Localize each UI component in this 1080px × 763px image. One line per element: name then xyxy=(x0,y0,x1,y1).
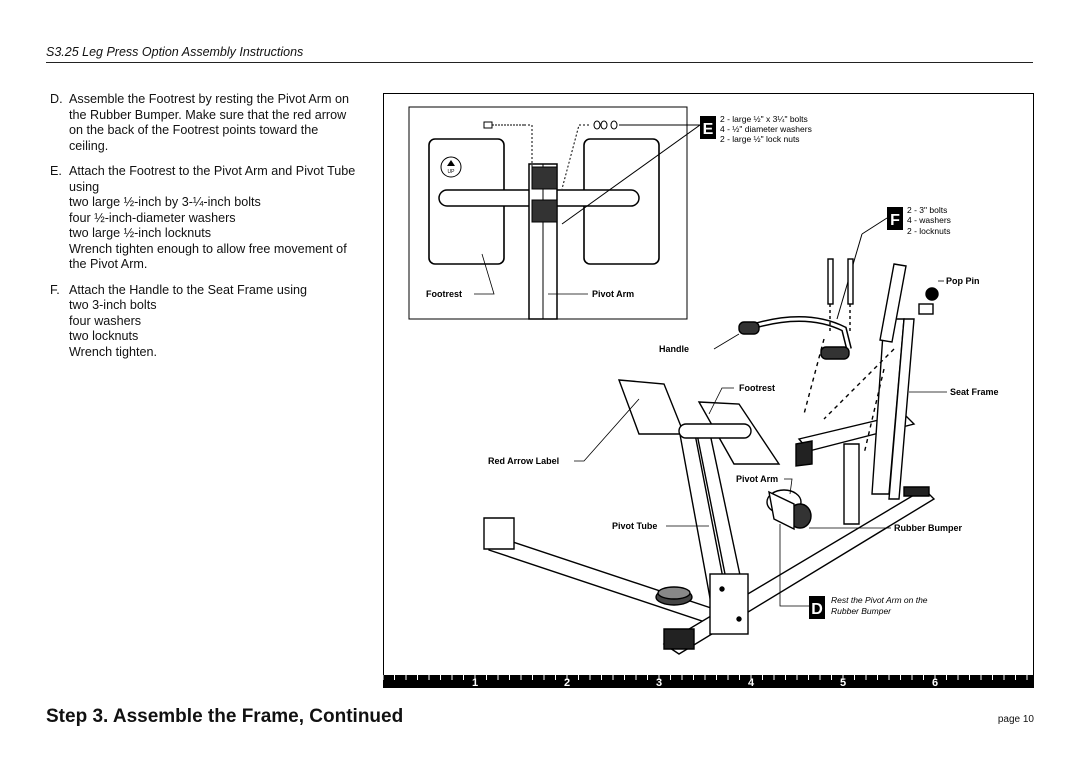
callout-f-item: 4 - washers xyxy=(907,215,951,225)
step-line: two large ½-inch locknuts xyxy=(69,226,212,240)
callout-f-letter: F xyxy=(890,212,900,229)
ruler-number: 6 xyxy=(932,677,938,688)
rubber-bumper-label: Rubber Bumper xyxy=(894,523,963,533)
inset-pivot-arm-label: Pivot Arm xyxy=(592,289,634,299)
step-line: Attach the Handle to the Seat Frame usin… xyxy=(69,282,308,297)
inset-detail: UP Footrest Pivot xyxy=(408,106,701,320)
inset-up-label: UP xyxy=(448,169,456,175)
inset-footrest-label: Footrest xyxy=(426,289,462,299)
red-arrow-label: Red Arrow Label xyxy=(488,456,559,466)
step-line: Wrench tighten. xyxy=(69,344,157,359)
callout-d-letter: D xyxy=(811,601,823,618)
seat-frame-label: Seat Frame xyxy=(950,387,999,397)
main-labels: Pop Pin Handle Footrest Seat Frame Red A… xyxy=(488,276,999,533)
step-line: two locknuts xyxy=(69,329,139,343)
pivot-arm-label: Pivot Arm xyxy=(736,474,778,484)
ruler-ticks xyxy=(382,675,1028,680)
callout-d-line: Rubber Bumper xyxy=(831,606,892,616)
pop-pin-label: Pop Pin xyxy=(946,276,980,286)
step-line: Assemble the Footrest by resting the Piv… xyxy=(69,92,349,153)
assembly-figure: UP Footrest Pivot xyxy=(383,93,1034,683)
callout-d-line: Rest the Pivot Arm on the xyxy=(831,595,928,605)
step-letter: D. xyxy=(50,92,63,106)
step-line: two 3-inch bolts xyxy=(69,298,157,312)
step-body: Assemble the Footrest by resting the Piv… xyxy=(69,92,360,154)
step-body: Attach the Handle to the Seat Frame usin… xyxy=(69,283,360,361)
measurement-ruler: 1 2 3 4 5 6 xyxy=(382,675,1034,689)
step-f: F. Attach the Handle to the Seat Frame u… xyxy=(50,283,360,361)
ruler-number: 4 xyxy=(748,677,755,688)
callout-f-item: 2 - locknuts xyxy=(907,226,950,236)
pivot-tube-label: Pivot Tube xyxy=(612,521,657,531)
step-d: D. Assemble the Footrest by resting the … xyxy=(50,92,360,154)
step-line: Attach the Footrest to the Pivot Arm and… xyxy=(69,164,356,194)
up-arrow-icon xyxy=(440,156,462,178)
ruler-number: 5 xyxy=(840,677,846,688)
instructions-column: D. Assemble the Footrest by resting the … xyxy=(50,92,360,370)
ruler-svg: 1 2 3 4 5 6 xyxy=(382,675,1028,689)
callout-d: D Rest the Pivot Arm on the Rubber Bumpe… xyxy=(779,524,928,619)
step-letter: F. xyxy=(50,282,60,297)
step-e: E. Attach the Footrest to the Pivot Arm … xyxy=(50,164,360,273)
step-line: four washers xyxy=(69,313,142,328)
step-line: Wrench tighten enough to allow free move… xyxy=(69,241,347,272)
callout-e: E 2 - large ½" x 3¼" bolts 4 - ½" diamet… xyxy=(700,114,812,144)
callout-e-letter: E xyxy=(703,121,714,138)
callout-e-item: 2 - large ½" x 3¼" bolts xyxy=(720,114,808,124)
ruler-number: 2 xyxy=(564,677,570,688)
ruler-number: 3 xyxy=(656,677,662,688)
step-letter: E. xyxy=(50,164,62,178)
footrest-label: Footrest xyxy=(739,383,775,393)
leg-press-drawing xyxy=(483,258,939,655)
step-line: four ½-inch-diameter washers xyxy=(69,210,236,225)
ruler-number: 1 xyxy=(472,677,478,688)
header-rule xyxy=(46,62,1033,63)
step-title: Step 3. Assemble the Frame, Continued xyxy=(46,706,404,727)
assembly-illustration: UP Footrest Pivot xyxy=(408,106,999,655)
callout-f-item: 2 - 3" bolts xyxy=(907,205,947,215)
step-body: Attach the Footrest to the Pivot Arm and… xyxy=(69,164,360,273)
callout-e-item: 2 - large ½" lock nuts xyxy=(720,134,800,144)
step-line: two large ½-inch by 3-¼-inch bolts xyxy=(69,195,261,209)
callout-e-item: 4 - ½" diameter washers xyxy=(720,124,812,134)
document-header-title: S3.25 Leg Press Option Assembly Instruct… xyxy=(46,45,304,59)
handle-label: Handle xyxy=(659,344,689,354)
page-number: page 10 xyxy=(997,714,1034,725)
